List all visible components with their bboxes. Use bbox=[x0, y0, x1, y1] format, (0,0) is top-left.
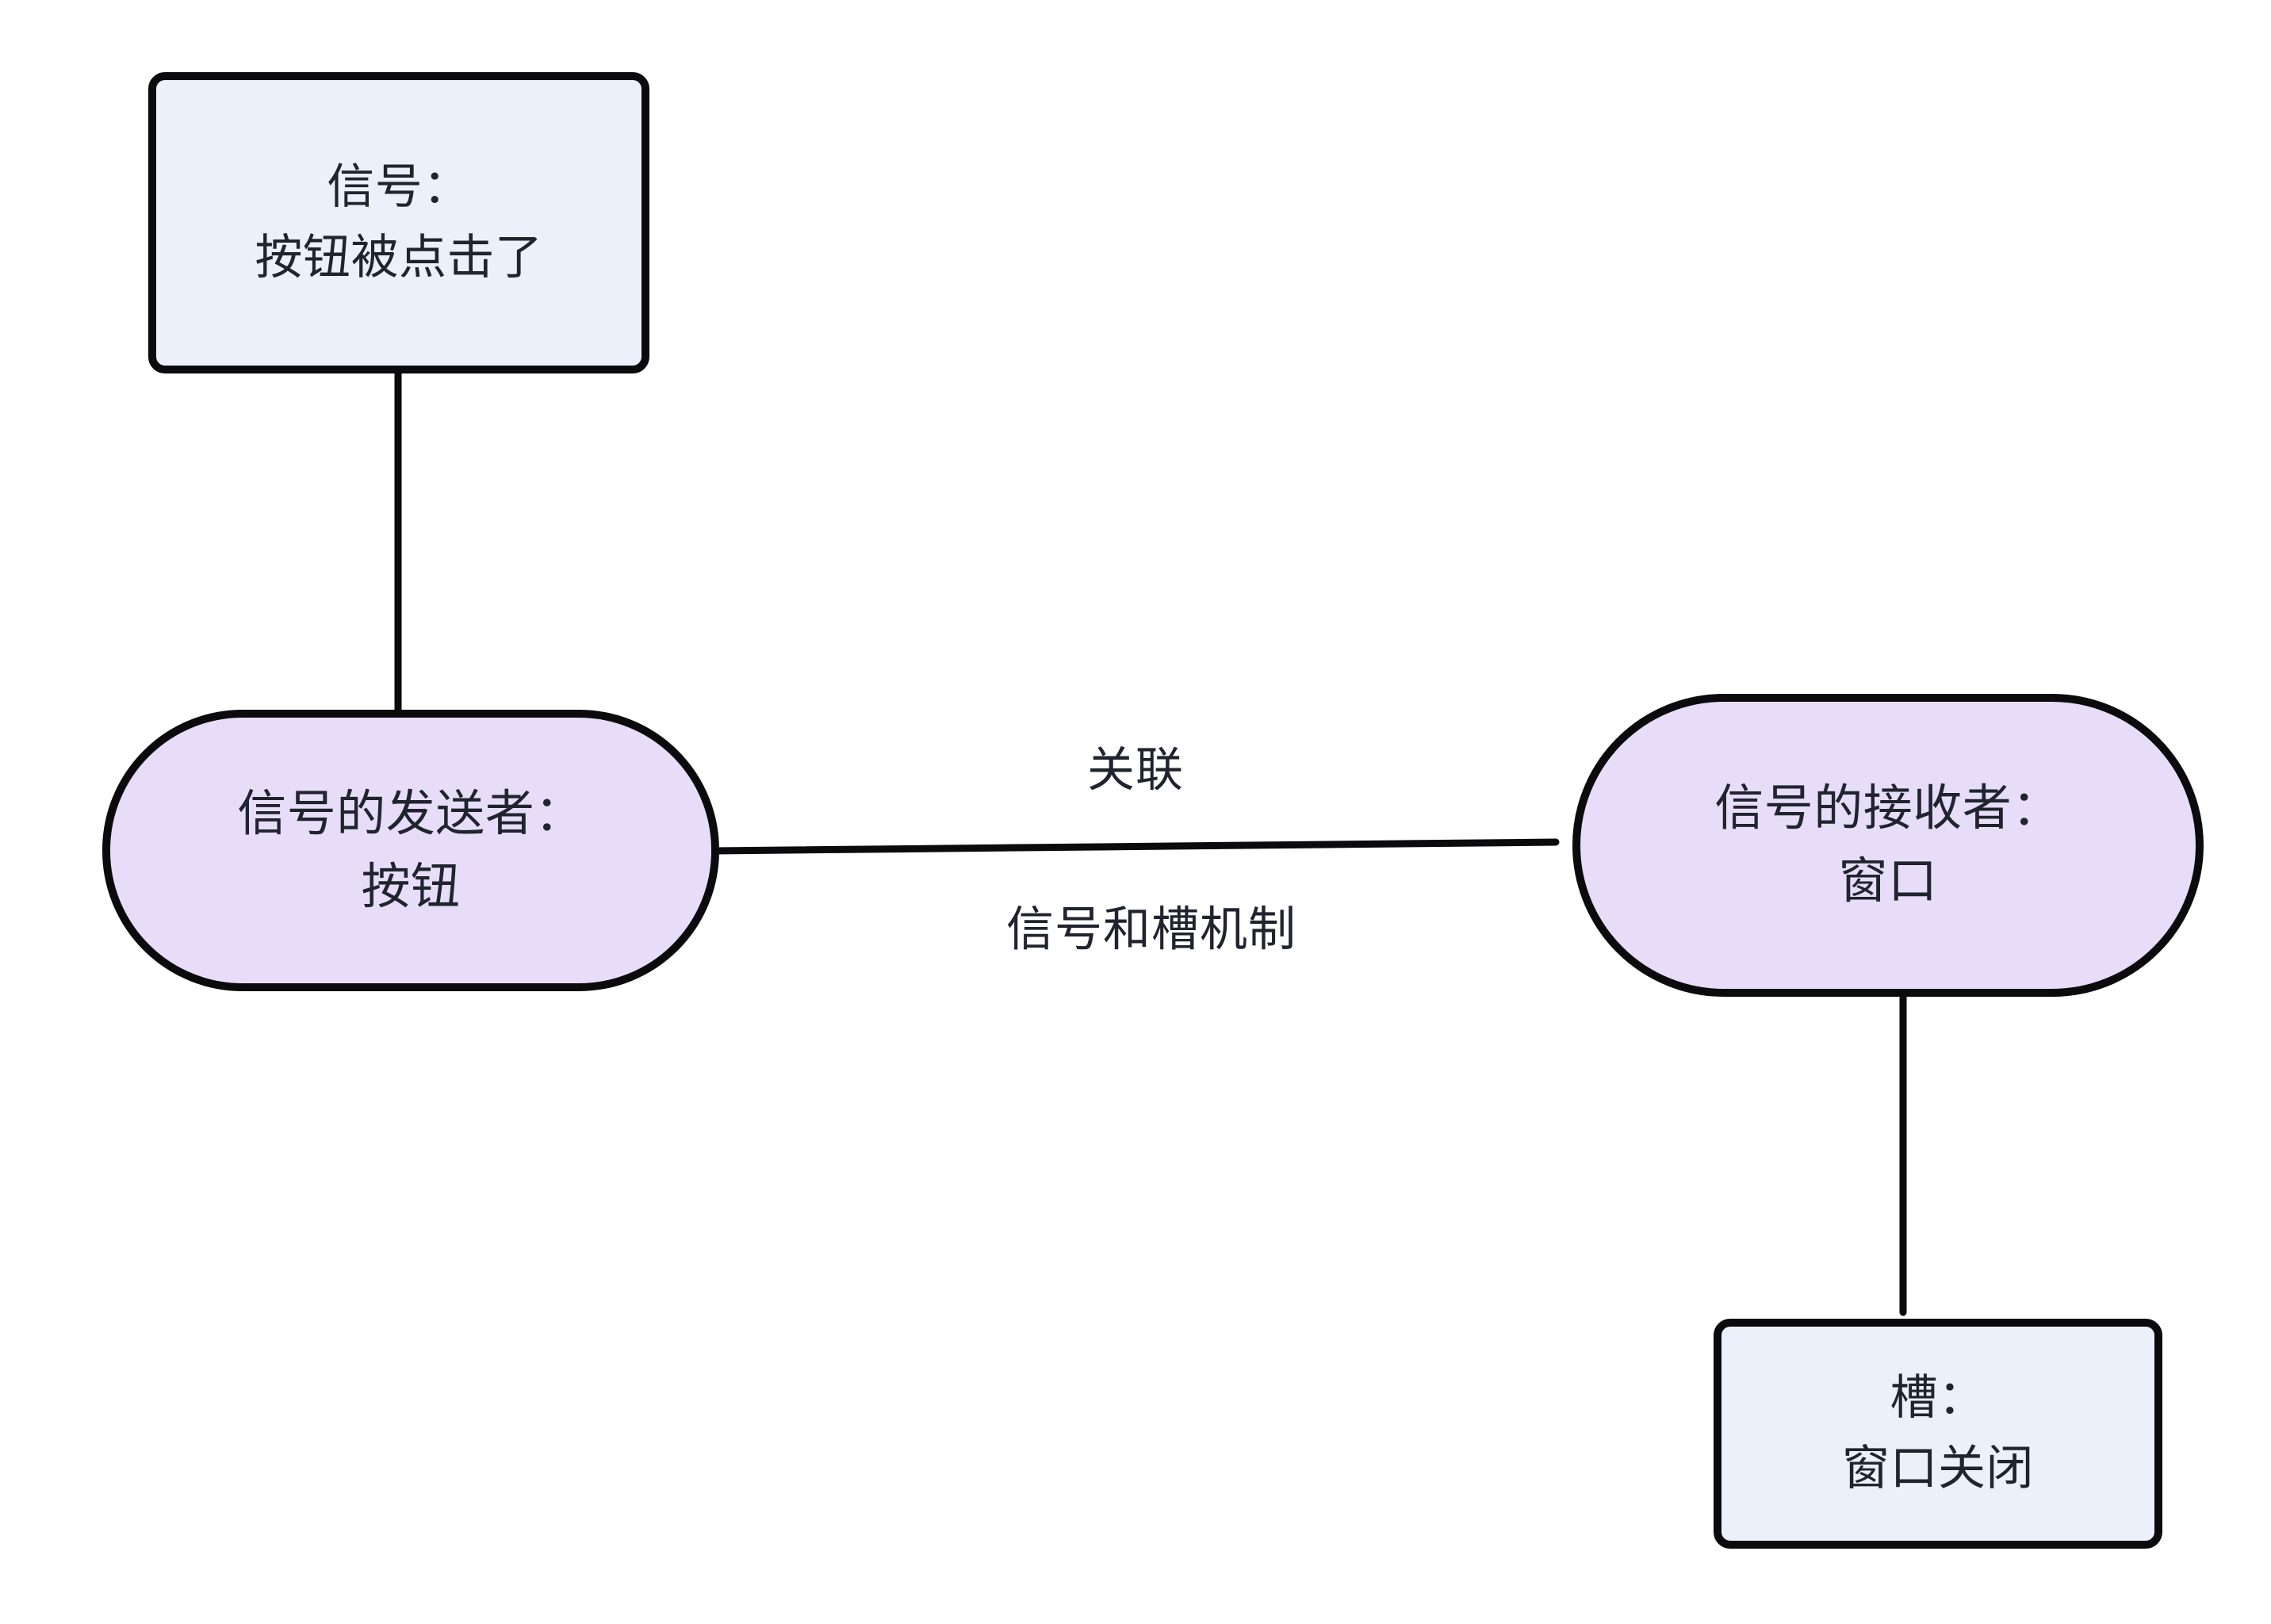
edge-label-association: 关联 bbox=[1087, 743, 1184, 797]
node-sender-shape[interactable] bbox=[102, 710, 719, 991]
node-slot-shape[interactable] bbox=[1714, 1319, 2162, 1549]
edge-label-signal-slot-mechanism: 信号和槽机制 bbox=[1006, 902, 1296, 956]
node-signal-shape[interactable] bbox=[148, 72, 649, 373]
edge-sender-to-receiver bbox=[710, 838, 1560, 855]
node-receiver-shape[interactable] bbox=[1572, 694, 2204, 997]
